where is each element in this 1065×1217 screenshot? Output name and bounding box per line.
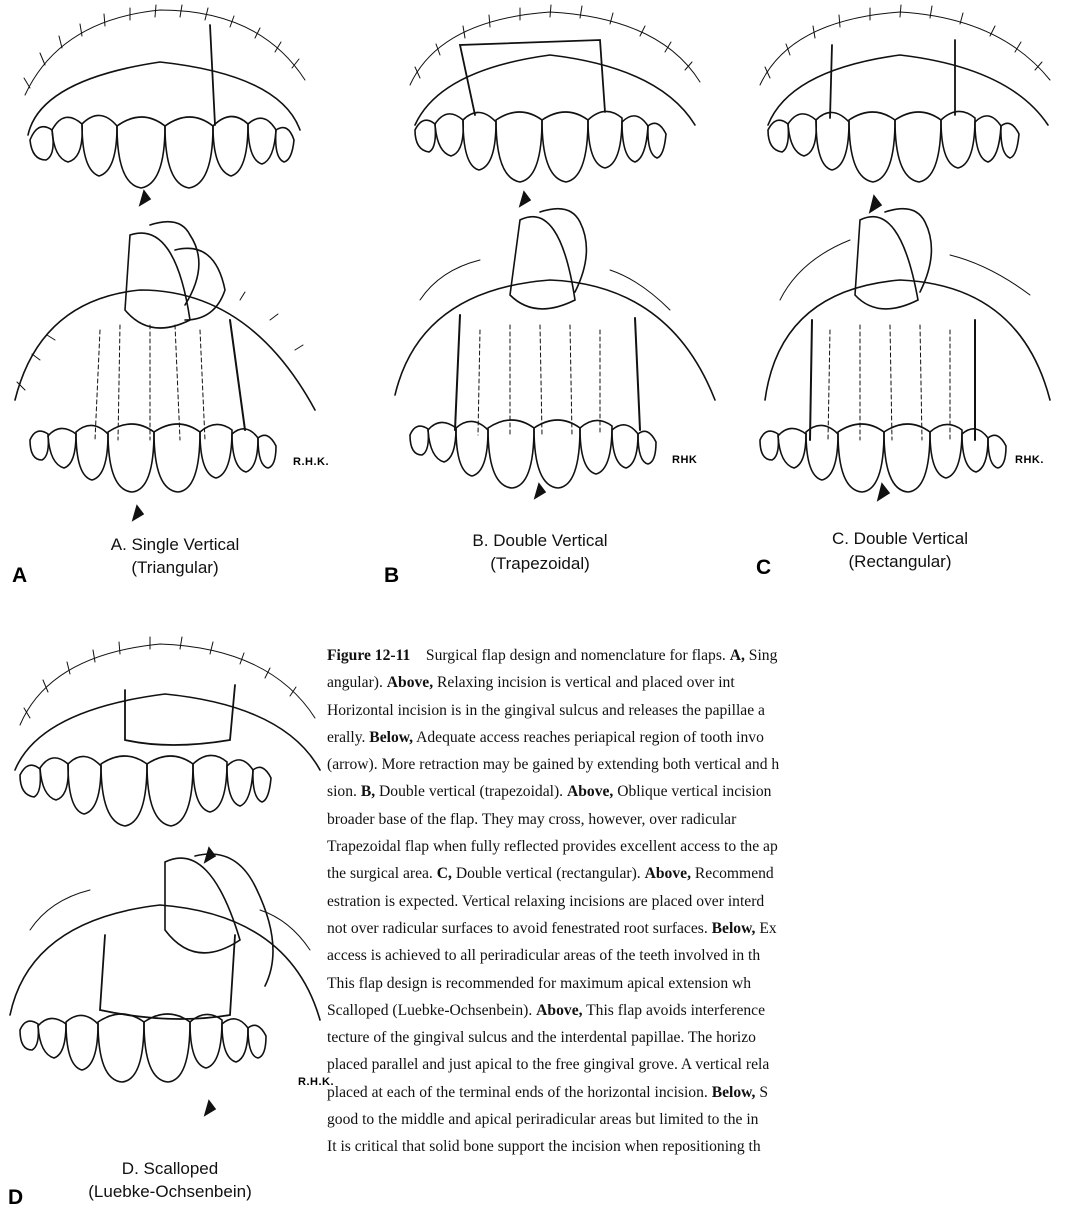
panel-b: RHK B. Double Vertical (Trapezoidal) B [360, 0, 750, 600]
caption-line: estration is expected. Vertical relaxing… [327, 888, 1065, 915]
panel-b-letter: B [384, 564, 399, 588]
panel-d-letter: D [8, 1186, 23, 1210]
panel-a-signature: R.H.K. [293, 456, 329, 468]
caption-line: access is achieved to all periradicular … [327, 942, 1065, 969]
panel-d-subtitle: (Luebke-Ochsenbein) [40, 1181, 300, 1204]
panel-c-title: C. Double Vertical [790, 528, 1010, 551]
panel-c-subtitle: (Rectangular) [790, 551, 1010, 574]
caption-line: angular). Above, Relaxing incision is ve… [327, 669, 1065, 696]
panel-d-caption: D. Scalloped (Luebke-Ochsenbein) [40, 1158, 300, 1204]
panel-a: R.H.K. A. Single Vertical (Triangular) A [0, 0, 330, 600]
panel-c-letter: C [756, 556, 771, 580]
caption-line: tecture of the gingival sulcus and the i… [327, 1024, 1065, 1051]
panel-b-signature: RHK [672, 454, 697, 466]
panel-d-title: D. Scalloped [40, 1158, 300, 1181]
caption-line: placed at each of the terminal ends of t… [327, 1079, 1065, 1106]
panel-a-title: A. Single Vertical [40, 534, 310, 557]
panel-d: R.H.K. D. Scalloped (Luebke-Ochsenbein) … [0, 630, 330, 1217]
panel-a-subtitle: (Triangular) [40, 557, 310, 580]
caption-line: placed parallel and just apical to the f… [327, 1051, 1065, 1078]
caption-line: good to the middle and apical periradicu… [327, 1106, 1065, 1133]
caption-line: This flap design is recommended for maxi… [327, 970, 1065, 997]
panel-d-illustration [0, 630, 330, 1217]
panel-c-caption: C. Double Vertical (Rectangular) [790, 528, 1010, 574]
caption-line: Horizontal incision is in the gingival s… [327, 697, 1065, 724]
panel-c-illustration [750, 0, 1065, 600]
caption-line: sion. B, Double vertical (trapezoidal). … [327, 778, 1065, 805]
caption-line: not over radicular surfaces to avoid fen… [327, 915, 1065, 942]
caption-line: Trapezoidal flap when fully reflected pr… [327, 833, 1065, 860]
panel-b-title: B. Double Vertical [410, 530, 670, 553]
caption-line: (arrow). More retraction may be gained b… [327, 751, 1065, 778]
panel-b-illustration [360, 0, 750, 600]
caption-line: Scalloped (Luebke-Ochsenbein). Above, Th… [327, 997, 1065, 1024]
panel-a-caption: A. Single Vertical (Triangular) [40, 534, 310, 580]
panel-c: RHK. C. Double Vertical (Rectangular) C [750, 0, 1065, 600]
panel-c-signature: RHK. [1015, 454, 1044, 466]
figure-caption: Figure 12-11 Surgical flap design and no… [327, 642, 1065, 1217]
panel-b-caption: B. Double Vertical (Trapezoidal) [410, 530, 670, 576]
figure-label: Figure 12-11 [327, 647, 410, 664]
caption-line: erally. Below, Adequate access reaches p… [327, 724, 1065, 751]
caption-line: broader base of the flap. They may cross… [327, 806, 1065, 833]
panel-a-letter: A [12, 564, 27, 588]
caption-line: It is critical that solid bone support t… [327, 1133, 1065, 1160]
panel-a-illustration [0, 0, 330, 600]
caption-line: Figure 12-11 Surgical flap design and no… [327, 642, 1065, 669]
caption-line: the surgical area. C, Double vertical (r… [327, 860, 1065, 887]
panel-b-subtitle: (Trapezoidal) [410, 553, 670, 576]
